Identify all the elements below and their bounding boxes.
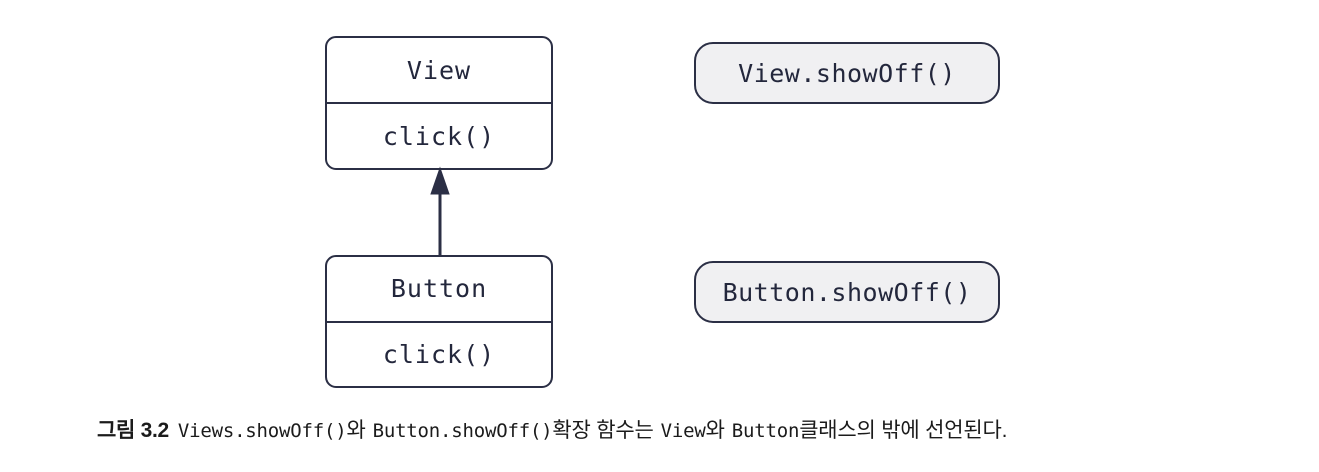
figure-caption-text-4: 클래스의 밖에 선언된다. bbox=[799, 419, 1008, 442]
figure-caption-code-3: View bbox=[660, 420, 706, 442]
figure-caption-text-1: 와 bbox=[346, 419, 366, 442]
figure-caption-text-2: 확장 함수는 bbox=[552, 419, 654, 442]
uml-class-box-button: Button click() bbox=[325, 255, 553, 388]
class-member-view-click: click() bbox=[327, 102, 551, 168]
uml-class-box-view: View click() bbox=[325, 36, 553, 170]
figure-caption-label: 그림 3.2 bbox=[97, 419, 169, 442]
class-member-button-click: click() bbox=[327, 320, 551, 387]
inheritance-arrowhead-icon bbox=[430, 166, 450, 195]
extension-function-view-showoff: View.showOff() bbox=[694, 42, 1000, 104]
inheritance-arrow-button-to-view bbox=[430, 166, 450, 264]
figure-caption-code-4: Button bbox=[731, 420, 800, 442]
class-name-button: Button bbox=[390, 274, 488, 304]
figure-caption-code-2: Button.showOff() bbox=[372, 420, 553, 442]
figure-caption-text-3: 와 bbox=[705, 419, 725, 442]
extension-function-button-showoff: Button.showOff() bbox=[694, 261, 1000, 323]
class-name-view: View bbox=[406, 55, 472, 85]
figure-caption-code-1: Views.showOff() bbox=[177, 420, 347, 442]
